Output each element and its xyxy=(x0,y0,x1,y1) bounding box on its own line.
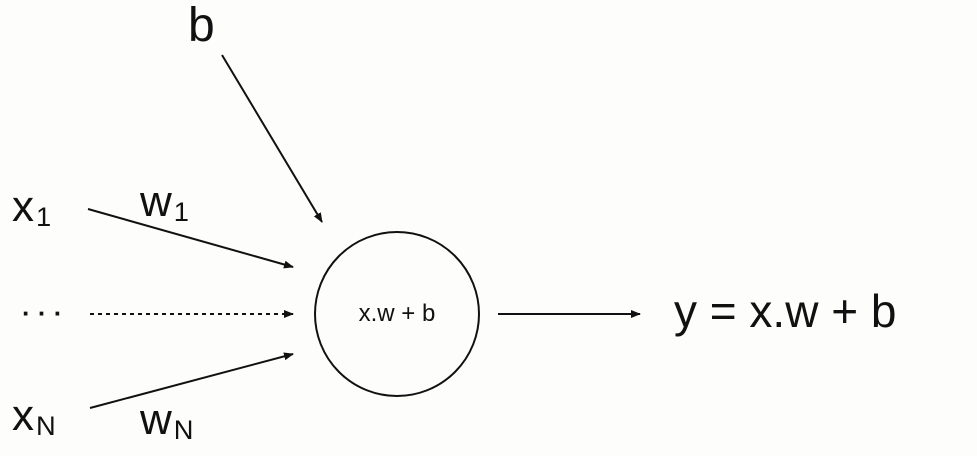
input-x1-label: x1 xyxy=(12,182,52,233)
xN-subscript: N xyxy=(36,410,56,442)
node-formula: x.w + b xyxy=(358,300,436,327)
neuron-node xyxy=(314,231,480,397)
input-xN-arrow xyxy=(89,352,294,409)
ellipsis-text: · · · xyxy=(22,298,63,328)
xN-base: x xyxy=(12,391,34,440)
x1-subscript: 1 xyxy=(36,201,52,233)
bias-text: b xyxy=(188,0,215,52)
wN-base: w xyxy=(140,395,172,444)
wN-subscript: N xyxy=(173,414,194,446)
w1-subscript: 1 xyxy=(173,196,189,228)
output-equation: y = x.w + b xyxy=(674,288,896,334)
bias-label: b xyxy=(188,2,215,50)
x1-base: x xyxy=(12,182,34,231)
neuron-node-label: x.w + b xyxy=(332,302,462,326)
bias-arrow xyxy=(221,54,323,223)
output-formula: y = x.w + b xyxy=(674,285,897,337)
input-x1-arrow xyxy=(87,208,294,269)
weight-w1-label: w1 xyxy=(140,177,189,228)
w1-base: w xyxy=(140,177,172,226)
input-ellipsis-label: · · · xyxy=(22,300,62,326)
input-xN-label: xN xyxy=(12,391,56,442)
weight-wN-label: wN xyxy=(140,395,194,446)
